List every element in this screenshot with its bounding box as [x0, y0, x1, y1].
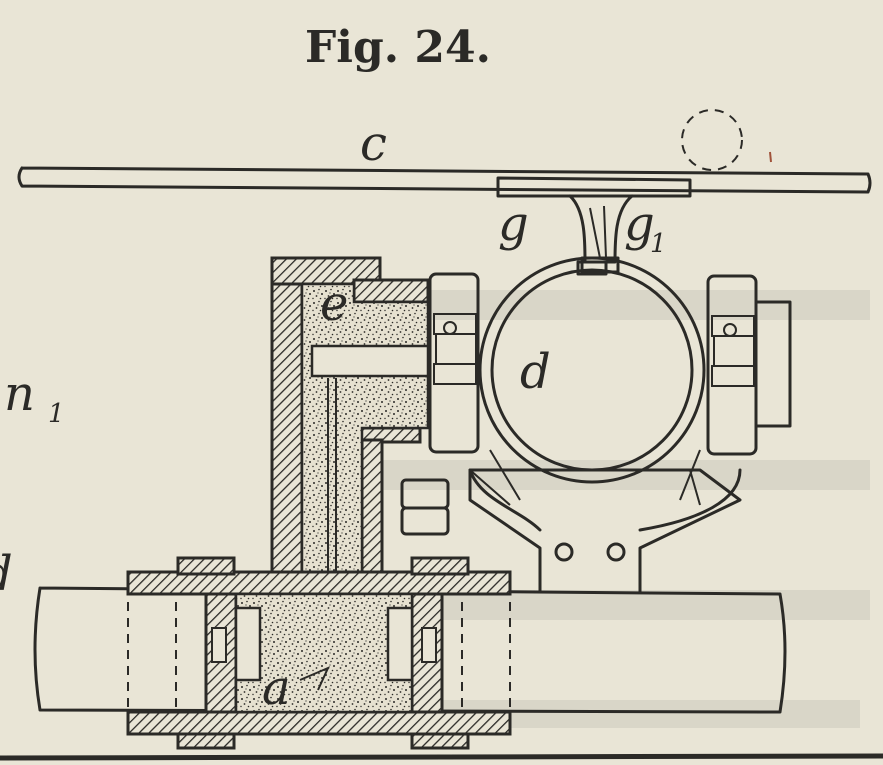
lower-clamp-box: a [126, 556, 512, 750]
right-clamp-block [706, 274, 792, 456]
label-d: d [520, 344, 551, 400]
dashed-roller-outline [681, 109, 743, 171]
label-c: c [360, 116, 387, 172]
tick-mark [769, 151, 772, 163]
bar-c [17, 166, 872, 194]
label-a: a [262, 660, 291, 716]
label-g1-subscript: 1 [650, 229, 667, 259]
label-n1-subscript: 1 [48, 399, 65, 429]
bolt-dashed-lines [127, 586, 511, 714]
label-n1: n [4, 366, 35, 422]
bottom-rule [0, 753, 883, 761]
hex-nut [400, 478, 450, 536]
label-left-d: d [0, 546, 13, 602]
left-clamp-block [428, 272, 480, 454]
insulator-housing: e [270, 256, 430, 650]
label-g1: g [624, 196, 655, 252]
label-e: e [320, 276, 348, 332]
figure-title: Fig. 24. [305, 22, 491, 73]
clamp-ring-d [469, 256, 706, 506]
label-g: g [498, 196, 529, 252]
